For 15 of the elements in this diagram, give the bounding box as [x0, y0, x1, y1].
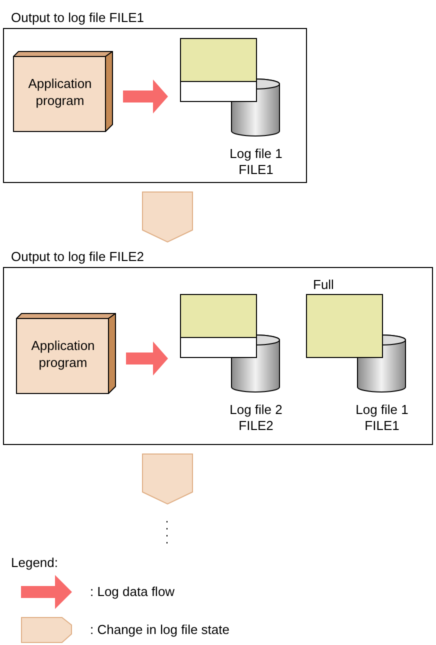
panel-title: Output to log file FILE1 — [11, 10, 144, 26]
chevron-arrow — [142, 192, 193, 243]
legend-text: : Log data flow — [90, 584, 175, 600]
chevron-arrow — [142, 454, 193, 505]
log-file-label: Log file 1 FILE1 — [228, 146, 284, 178]
block-arrow — [126, 342, 168, 376]
block-arrow — [123, 80, 168, 114]
box-label: Application program — [27, 75, 93, 109]
log-file-label: Log file 2 FILE2 — [228, 402, 284, 434]
panel-title: Output to log file FILE2 — [11, 249, 144, 265]
legend-text: : Change in log file state — [90, 622, 230, 638]
legend-heading: Legend: — [11, 555, 58, 571]
status-label: Full — [313, 277, 334, 293]
log-file-label: Log file 1 FILE1 — [354, 402, 410, 434]
box-label: Application program — [30, 337, 96, 371]
